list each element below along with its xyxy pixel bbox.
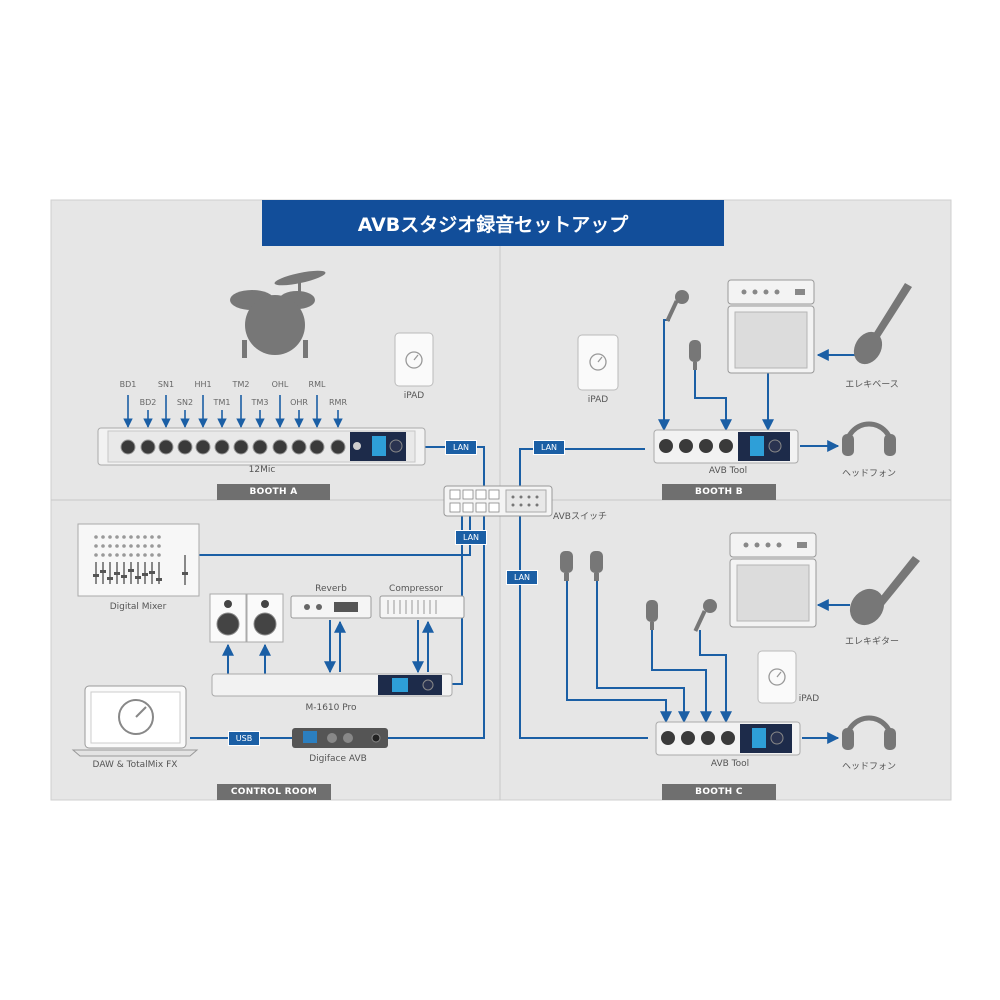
digital-mixer-label: Digital Mixer (109, 602, 167, 612)
lan-tag-booth-c: LAN (506, 570, 538, 585)
lan-tag-booth-a: LAN (445, 440, 477, 455)
avb-tool-c-device (655, 721, 801, 756)
m1610-label: M-1610 Pro (305, 703, 357, 713)
bass-label: エレキベース (845, 380, 899, 390)
avb-tool-b-label: AVB Tool (708, 466, 748, 476)
electric-guitar-icon (849, 556, 920, 626)
avb-tool-c-label: AVB Tool (710, 759, 750, 769)
room-tab-booth-b: BOOTH B (662, 484, 776, 500)
amp-icon-c (729, 532, 817, 628)
mic12-label: 12Mic (248, 465, 276, 475)
digital-mixer-device (77, 523, 200, 597)
usb-tag: USB (228, 731, 260, 746)
digiface-label: Digiface AVB (309, 754, 367, 764)
connection-lines (190, 319, 856, 744)
reverb-device (290, 595, 372, 619)
mic-icon-c2 (590, 551, 603, 581)
reverb-label: Reverb (315, 584, 347, 594)
compressor-label: Compressor (389, 584, 443, 594)
ipad-icon-c (757, 650, 797, 704)
ipad-label-a: iPAD (403, 391, 425, 401)
channel-label: TM2 (232, 380, 250, 389)
digiface-device (292, 728, 388, 748)
avb-tool-b-device (653, 429, 799, 464)
avb-switch-label: AVBスイッチ (553, 512, 607, 522)
monitor-speaker-left (209, 593, 247, 643)
m1610-device (211, 673, 453, 697)
mic-icon-b1 (665, 290, 689, 322)
lan-tag-booth-b: LAN (533, 440, 565, 455)
channel-label: OHR (290, 398, 308, 407)
ipad-icon-a (394, 332, 434, 387)
channel-label: SN2 (176, 398, 194, 407)
channel-label: TM1 (213, 398, 231, 407)
mic-icon-c3 (646, 600, 658, 630)
ipad-label-c: iPAD (798, 694, 820, 704)
mic-icon-b2 (689, 340, 701, 370)
ipad-label-b: iPAD (587, 395, 609, 405)
mic12-rack (97, 427, 426, 466)
monitor-speaker-right (246, 593, 284, 643)
headphone-label-c: ヘッドフォン (841, 762, 897, 772)
ipad-icon-b (577, 334, 619, 391)
compressor-device (379, 595, 465, 619)
headphone-icon-c (842, 715, 896, 750)
channel-label: TM3 (251, 398, 269, 407)
guitar-label: エレキギター (844, 637, 900, 647)
channel-label: OHL (271, 380, 289, 389)
room-tab-control-room: CONTROL ROOM (217, 784, 331, 800)
room-tab-booth-c: BOOTH C (662, 784, 776, 800)
daw-label: DAW & TotalMix FX (92, 760, 178, 770)
channel-arrows (123, 395, 343, 428)
laptop-icon (71, 685, 199, 757)
channel-label: BD2 (139, 398, 157, 407)
bass-guitar-icon (853, 283, 912, 365)
mic-icon-c1 (560, 551, 573, 581)
channel-label: BD1 (119, 380, 137, 389)
channel-label: RML (308, 380, 326, 389)
lan-tag-control-room: LAN (455, 530, 487, 545)
avb-switch-device (443, 485, 553, 517)
diagram-title: AVBスタジオ録音セットアップ (262, 200, 724, 246)
room-tab-booth-a: BOOTH A (217, 484, 330, 500)
channel-label: HH1 (194, 380, 212, 389)
amp-icon-b (727, 279, 815, 374)
headphone-label-b: ヘッドフォン (841, 469, 897, 479)
headphone-icon-b (842, 421, 896, 456)
mic-icon-c4 (693, 599, 717, 632)
channel-label: RMR (328, 398, 348, 407)
drum-kit-icon (230, 270, 326, 358)
channel-label: SN1 (157, 380, 175, 389)
